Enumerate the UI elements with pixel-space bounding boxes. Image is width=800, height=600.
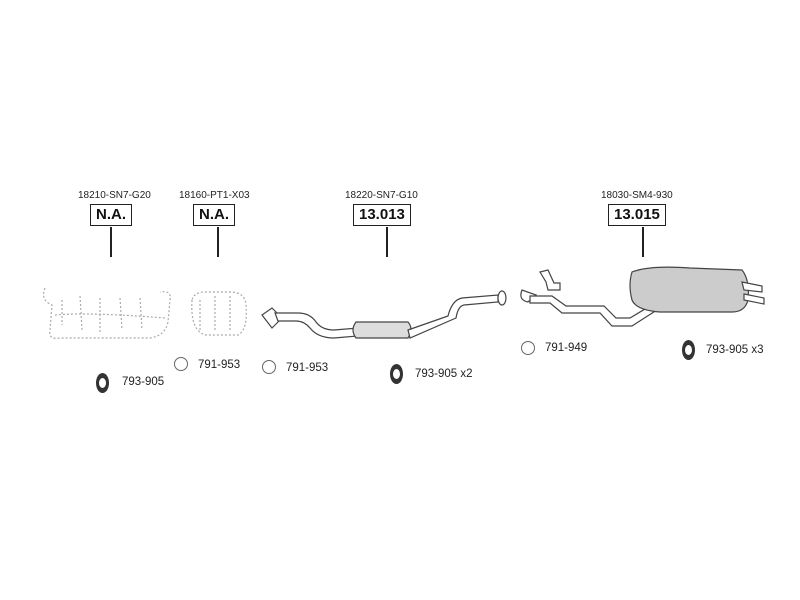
part-code-box-rear-silencer[interactable]: 13.015	[608, 204, 666, 226]
gasket-ring-icon	[262, 360, 276, 374]
oem-number-front-pipe: 18220-SN7-G10	[345, 190, 418, 201]
leader-line	[642, 227, 644, 257]
rubber-hanger-icon	[682, 340, 695, 360]
part-code-box-front-pipe[interactable]: 13.013	[353, 204, 411, 226]
part-label[interactable]: 791-949	[545, 342, 588, 354]
part-label[interactable]: 793-905 x2	[415, 368, 473, 380]
part-label[interactable]: 793-905	[122, 376, 165, 388]
rear-pipe	[520, 266, 765, 327]
part-label[interactable]: 793-905 x3	[706, 344, 764, 356]
catalyst-outline	[191, 291, 247, 336]
oem-number-catalyst: 18160-PT1-X03	[179, 190, 250, 201]
leader-line	[386, 227, 388, 257]
leader-line	[110, 227, 112, 257]
rubber-hanger-icon	[96, 373, 109, 393]
part-label[interactable]: 791-953	[286, 362, 329, 374]
gasket-ring-icon	[174, 357, 188, 371]
leader-line	[217, 227, 219, 257]
oem-number-rear-silencer: 18030-SM4-930	[601, 190, 673, 201]
part-label[interactable]: 791-953	[198, 359, 241, 371]
rubber-hanger-icon	[390, 364, 403, 384]
front-pipe	[261, 290, 507, 339]
gasket-ring-icon	[521, 341, 535, 355]
oem-number-manifold: 18210-SN7-G20	[78, 190, 151, 201]
exhaust-manifold-outline	[42, 287, 171, 339]
part-code-box-manifold[interactable]: N.A.	[90, 204, 132, 226]
part-code-box-catalyst[interactable]: N.A.	[193, 204, 235, 226]
